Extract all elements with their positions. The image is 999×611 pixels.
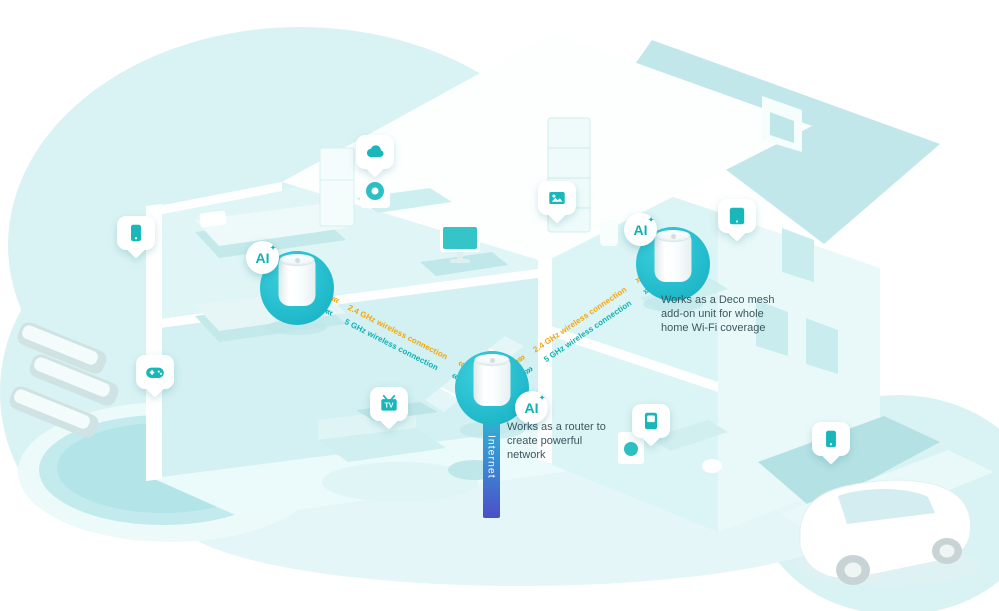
pin-head xyxy=(812,422,850,456)
internet-label: Internet xyxy=(485,435,498,479)
pin-head: TV xyxy=(370,387,408,421)
smartphone-icon xyxy=(826,430,836,448)
pin-photo-frame xyxy=(538,181,576,227)
sparkle-icon: ✦ xyxy=(648,217,654,224)
pin-head xyxy=(356,135,394,169)
deco-unit-right xyxy=(636,227,710,301)
ai-label: AI xyxy=(255,249,270,266)
mesh-note: Works as a Deco mesh add-on unit for who… xyxy=(661,294,775,335)
smartphone-icon xyxy=(131,224,141,242)
ai-badge-main: AI ✦ xyxy=(515,391,548,424)
game-controller-icon xyxy=(146,367,164,379)
pin-game-controller xyxy=(136,355,174,401)
pin-tv: TV xyxy=(370,387,408,433)
pin-smartphone-right xyxy=(812,422,850,468)
desktop-monitor-icon xyxy=(440,224,480,263)
photo-frame-icon xyxy=(549,191,565,205)
ai-badge-left: AI ✦ xyxy=(246,241,279,274)
internet-ribbon: Internet xyxy=(483,396,500,518)
tv-icon: TV xyxy=(381,394,397,411)
pin-smart-display xyxy=(632,404,670,450)
smart-display-icon xyxy=(644,412,658,430)
tv-pin-label: TV xyxy=(384,402,393,410)
ai-badge-right: AI ✦ xyxy=(624,213,657,246)
pin-head xyxy=(538,181,576,215)
sparkle-icon: ✦ xyxy=(539,395,545,402)
pin-tablet xyxy=(718,199,756,245)
garage-and-car xyxy=(758,416,994,586)
sparkle-icon: ✦ xyxy=(270,245,276,252)
deco-router-icon xyxy=(278,254,316,306)
pin-smartphone-left xyxy=(117,216,155,262)
washing-machine-icon xyxy=(360,172,390,208)
pin-cloud xyxy=(356,135,394,181)
ai-label: AI xyxy=(524,399,539,416)
pin-head xyxy=(117,216,155,250)
pin-head xyxy=(718,199,756,233)
pin-head xyxy=(136,355,174,389)
deco-router-icon xyxy=(473,354,511,406)
tablet-icon xyxy=(729,207,745,225)
cloud-icon xyxy=(366,145,384,157)
router-note: Works as a router to create powerful net… xyxy=(507,421,606,462)
ai-label: AI xyxy=(633,221,648,238)
deco-router-icon xyxy=(654,230,692,282)
pin-head xyxy=(632,404,670,438)
